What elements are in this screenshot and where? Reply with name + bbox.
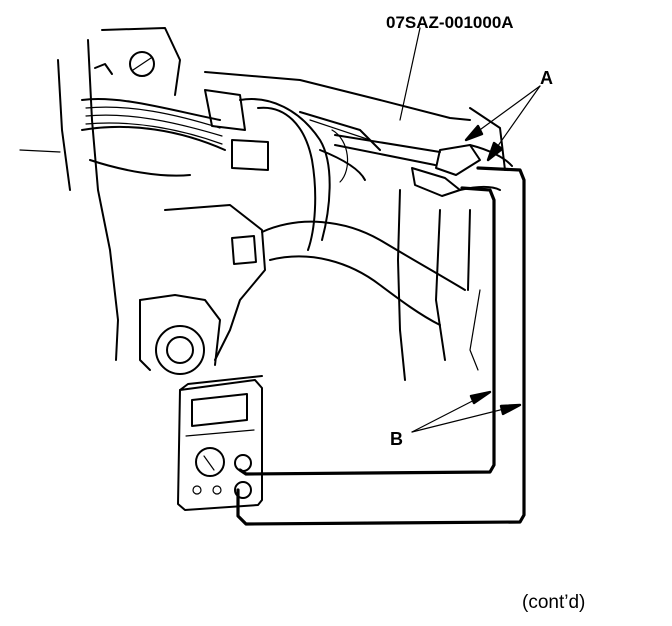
leader-a <box>464 85 541 162</box>
callout-b-label: B <box>390 429 403 449</box>
tool-part-number-label: 07SAZ-001000A <box>386 13 514 32</box>
test-leads <box>236 166 526 526</box>
leader-b <box>411 390 522 433</box>
wire-harness-icon <box>81 63 381 251</box>
test-probe-icon <box>334 134 513 197</box>
mounting-bracket <box>139 204 466 375</box>
multimeter-icon <box>177 375 263 511</box>
callout-a-label: A <box>540 68 553 88</box>
continued-label: (cont’d) <box>522 592 585 613</box>
vehicle-body <box>19 27 506 381</box>
leader-tool <box>399 27 421 121</box>
